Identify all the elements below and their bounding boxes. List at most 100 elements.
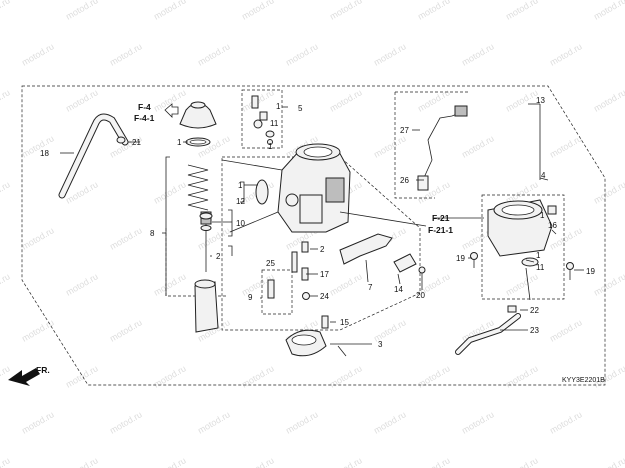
reference-f21-1: F-21-1 (428, 225, 453, 235)
watermark-text: motod.ru (548, 133, 584, 159)
callout-15: 15 (340, 318, 349, 327)
watermark-text: motod.ru (108, 225, 144, 251)
watermark-text: motod.ru (416, 455, 452, 468)
watermark-text: motod.ru (328, 87, 364, 113)
float-chamber (285, 329, 347, 357)
callout-7: 7 (368, 283, 373, 292)
watermark-text: motod.ru (504, 271, 540, 297)
reference-f4-1: F-4-1 (134, 113, 155, 123)
watermark-text: motod.ru (64, 271, 100, 297)
o-ring-inner (189, 139, 207, 145)
watermark-text: motod.ru (592, 87, 625, 113)
callout-18: 18 (40, 149, 49, 158)
watermark-text: motod.ru (460, 409, 496, 435)
leader-lines (60, 103, 584, 345)
callout-12: 12 (236, 197, 245, 206)
watermark-text: motod.ru (328, 455, 364, 468)
watermark-text: motod.ru (0, 0, 12, 22)
callout-9: 9 (248, 293, 253, 302)
watermark-text: motod.ru (328, 271, 364, 297)
callout-1: 1 (276, 102, 281, 111)
callout-1: 1 (177, 138, 182, 147)
watermark-text: motod.ru (460, 41, 496, 67)
watermark-text: motod.ru (20, 41, 56, 67)
watermark-text: motod.ru (460, 133, 496, 159)
carburetor-top-cap (179, 101, 217, 129)
tube-clip (116, 136, 126, 144)
callout-4: 4 (541, 171, 546, 180)
watermark-text: motod.ru (416, 363, 452, 389)
callout-8: 8 (150, 229, 155, 238)
watermark-text: motod.ru (328, 363, 364, 389)
callout-27: 27 (400, 126, 409, 135)
jet-group-frame (241, 89, 283, 149)
watermark-text: motod.ru (64, 455, 100, 468)
watermark-text: motod.ru (20, 133, 56, 159)
callout-10: 10 (236, 219, 245, 228)
watermark-text: motod.ru (592, 0, 625, 22)
reference-arrow-marker (164, 103, 179, 118)
watermark-text: motod.ru (152, 0, 188, 22)
watermark-text: motod.ru (196, 41, 232, 67)
watermark-text: motod.ru (504, 87, 540, 113)
screw-19-left (470, 252, 478, 268)
callout-22: 22 (530, 306, 539, 315)
screw-20 (418, 266, 426, 282)
assembly-frame (21, 85, 606, 386)
watermark-text: motod.ru (240, 363, 276, 389)
callout-17: 17 (320, 270, 329, 279)
watermark-text: motod.ru (20, 225, 56, 251)
callout-1: 1 (536, 251, 541, 260)
callout-19: 19 (456, 254, 465, 263)
watermark-text: motod.ru (0, 363, 12, 389)
watermark-text: motod.ru (108, 409, 144, 435)
watermark-text: motod.ru (548, 409, 584, 435)
cable-holder (339, 233, 393, 265)
choke-bracket (393, 253, 417, 273)
callout-16: 16 (548, 221, 557, 230)
watermark-text: motod.ru (152, 363, 188, 389)
watermark-text: motod.ru (64, 363, 100, 389)
watermark-text: motod.ru (372, 41, 408, 67)
watermark-text: motod.ru (592, 271, 625, 297)
cutoff-valve-frame (481, 194, 565, 300)
main-jet-set (251, 95, 275, 145)
callout-13: 13 (536, 96, 545, 105)
screw-group-frame (261, 269, 293, 315)
screw-19-right (566, 262, 574, 280)
callout-11: 11 (270, 119, 279, 128)
callout-1: 1 (268, 142, 273, 151)
watermark-text: motod.ru (548, 41, 584, 67)
watermark-text: motod.ru (20, 317, 56, 343)
heater-group-frame (394, 92, 435, 199)
front-direction-arrow: FR. (8, 365, 50, 386)
watermark-text: motod.ru (328, 0, 364, 22)
needle-clip-set (199, 212, 213, 231)
callout-25: 25 (266, 259, 275, 268)
watermark-text: motod.ru (20, 409, 56, 435)
drain-plug (507, 305, 517, 313)
watermark-text: motod.ru (0, 271, 12, 297)
throttle-spring (187, 164, 209, 211)
heater-wire (417, 105, 468, 191)
watermark-text: motod.ru (592, 455, 625, 468)
watermark-text: motod.ru (548, 317, 584, 343)
group-brackets (165, 156, 245, 296)
callout-19: 19 (586, 267, 595, 276)
watermark-text: motod.ru (108, 317, 144, 343)
callout-3: 3 (378, 340, 383, 349)
pilot-screw-set (267, 241, 329, 329)
carburetor-body (255, 143, 351, 233)
front-direction-label: FR. (36, 365, 50, 375)
watermark-text: motod.ru (152, 179, 188, 205)
watermark-text: motod.ru (0, 179, 12, 205)
watermark-text: motod.ru (64, 87, 100, 113)
callout-1: 1 (540, 211, 545, 220)
throttle-valve (194, 279, 219, 333)
watermark-text: motod.ru (240, 0, 276, 22)
watermark-text: motod.ru (152, 271, 188, 297)
callout-24: 24 (320, 292, 329, 301)
diagram-code: KYY3E2201B (562, 377, 605, 384)
watermark-text: motod.ru (284, 41, 320, 67)
